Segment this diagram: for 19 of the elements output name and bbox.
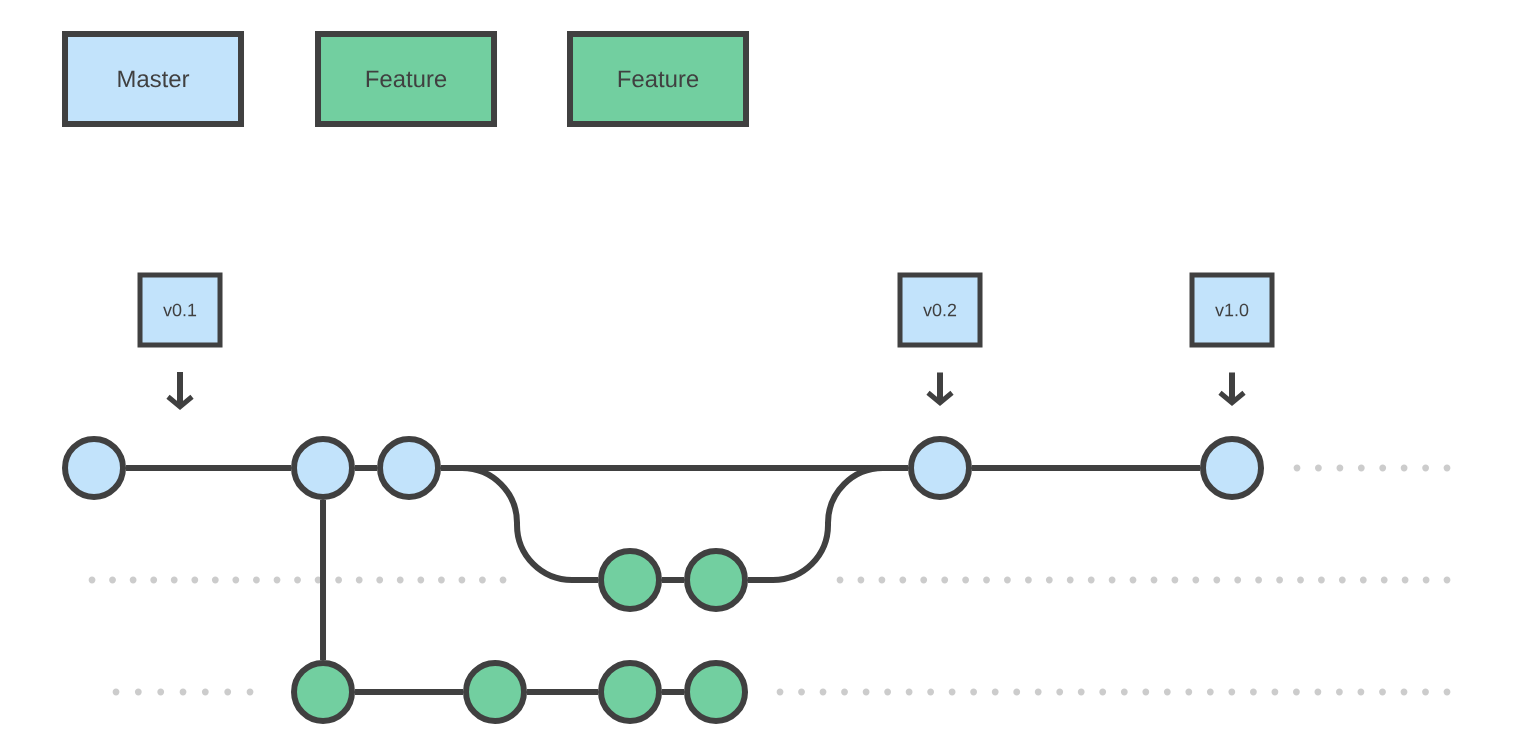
legend-box: Master: [62, 31, 244, 127]
commit-circle: [291, 660, 355, 724]
legend-box: Feature: [567, 31, 749, 127]
commit-circle: [598, 660, 662, 724]
commit-circle: [908, 436, 972, 500]
commit-circle: [684, 548, 748, 612]
tag-box: v1.0: [1189, 272, 1275, 348]
tag-box: v0.1: [137, 272, 223, 348]
commit-circle: [598, 548, 662, 612]
commit-circle: [1200, 436, 1264, 500]
commit-circle: [684, 660, 748, 724]
commit-circle: [463, 660, 527, 724]
commit-circle: [291, 436, 355, 500]
tag-box: v0.2: [897, 272, 983, 348]
arrow: [926, 372, 954, 406]
commit-circle: [377, 436, 441, 500]
commit-circle: [62, 436, 126, 500]
legend-box: Feature: [315, 31, 497, 127]
arrow: [1218, 372, 1246, 406]
